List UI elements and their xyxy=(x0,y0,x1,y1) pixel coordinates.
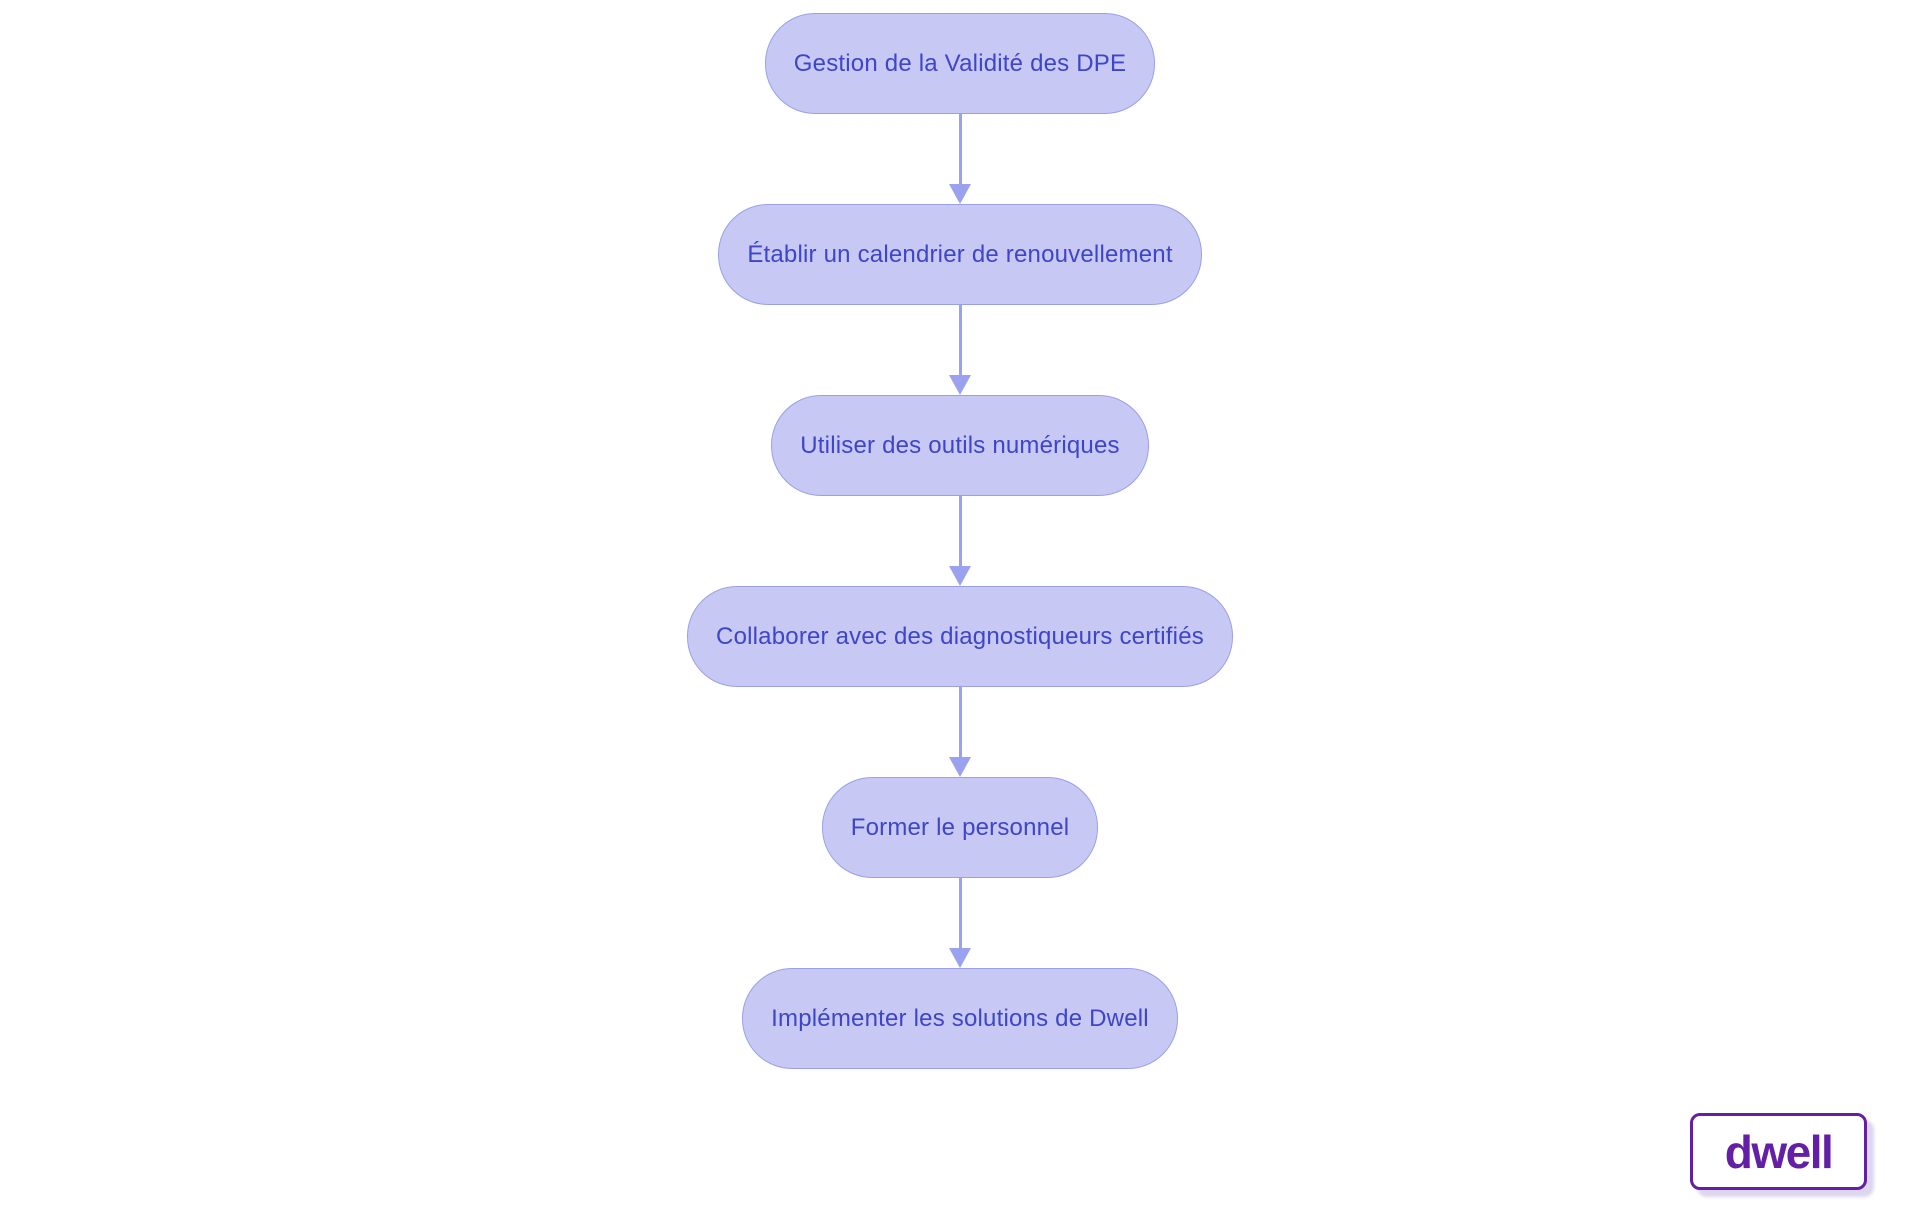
flowchart: Gestion de la Validité des DPE Établir u… xyxy=(0,13,1920,1069)
flow-arrow-2 xyxy=(949,305,971,395)
flow-arrow-3 xyxy=(949,496,971,586)
flow-node-gestion-validite-dpe: Gestion de la Validité des DPE xyxy=(764,13,1156,114)
dwell-logo: dwell xyxy=(1690,1113,1867,1190)
flow-node-outils-numeriques: Utiliser des outils numériques xyxy=(771,395,1149,496)
arrow-line xyxy=(958,496,962,566)
flow-node-solutions-dwell: Implémenter les solutions de Dwell xyxy=(742,968,1178,1069)
flow-node-calendrier-renouvellement: Établir un calendrier de renouvellement xyxy=(718,204,1202,305)
arrowhead-down-icon xyxy=(949,757,971,777)
flow-arrow-5 xyxy=(949,878,971,968)
arrowhead-down-icon xyxy=(949,948,971,968)
arrow-line xyxy=(958,687,962,757)
arrowhead-down-icon xyxy=(949,184,971,204)
arrowhead-down-icon xyxy=(949,566,971,586)
dwell-logo-text: dwell xyxy=(1724,1125,1834,1178)
flow-node-diagnostiqueurs-certifies: Collaborer avec des diagnostiqueurs cert… xyxy=(687,586,1233,687)
arrow-line xyxy=(958,305,962,375)
flow-node-former-personnel: Former le personnel xyxy=(821,777,1099,878)
arrow-line xyxy=(958,114,962,184)
arrow-line xyxy=(958,878,962,948)
flow-arrow-1 xyxy=(949,114,971,204)
arrowhead-down-icon xyxy=(949,375,971,395)
flow-arrow-4 xyxy=(949,687,971,777)
